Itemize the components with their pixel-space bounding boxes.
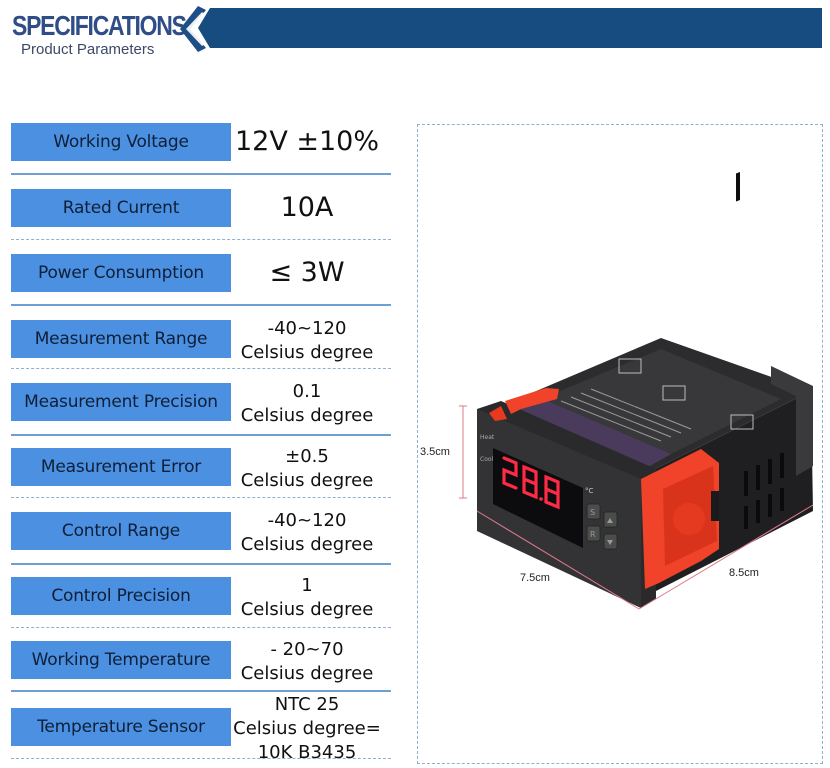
spec-value-line: 10A [280, 192, 334, 223]
spec-value-line: Celsius degree [240, 470, 374, 491]
row-divider [11, 690, 391, 692]
spec-label: Power Consumption [11, 254, 231, 292]
spec-value-line: 10K B3435 [257, 742, 357, 763]
svg-text:S: S [590, 508, 595, 517]
spec-label: Control Precision [11, 577, 231, 615]
spec-label: Measurement Range [11, 320, 231, 358]
spec-label: Measurement Error [11, 448, 231, 486]
product-image-frame: °C Heat Cool S R 3.5cm 7.5cm 8.5cm [417, 124, 823, 764]
spec-value-line: Celsius degree= [233, 718, 381, 739]
row-divider [11, 434, 391, 436]
spec-value-line: 0.1 [292, 381, 322, 402]
dimension-height-label: 3.5cm [420, 446, 450, 458]
spec-label: Working Voltage [11, 123, 231, 161]
row-divider [11, 497, 391, 498]
spec-value: 12V ±10% [232, 126, 382, 158]
row-divider [11, 304, 391, 306]
row-divider [11, 239, 391, 240]
row-divider [11, 368, 391, 369]
spec-value-line: - 20~70 [270, 639, 344, 660]
spec-label: Control Range [11, 512, 231, 550]
spec-value-line: 1 [301, 575, 313, 596]
spec-value-line: Celsius degree [240, 405, 374, 426]
chevron-left-icon [180, 6, 206, 52]
dimension-width-label: 7.5cm [520, 572, 550, 584]
svg-text:°C: °C [585, 487, 594, 495]
dimension-depth-label: 8.5cm [729, 567, 759, 579]
spec-value-line: Celsius degree [240, 342, 374, 363]
header-banner-bar [198, 8, 822, 48]
spec-value-line: Celsius degree [240, 534, 374, 555]
thermostat-controller-image: °C Heat Cool S R [459, 172, 814, 610]
spec-value-line: NTC 25 [274, 694, 340, 715]
spec-value: 10A [232, 192, 382, 224]
svg-text:R: R [590, 530, 596, 539]
spec-value-line: 12V ±10% [234, 126, 380, 157]
svg-text:Heat: Heat [480, 434, 495, 441]
spec-value-line: -40~120 [267, 318, 347, 339]
spec-value-line: ≤ 3W [269, 257, 345, 288]
spec-value: ≤ 3W [232, 257, 382, 289]
svg-text:Cool: Cool [480, 456, 494, 463]
row-divider [11, 627, 391, 628]
spec-value-line: -40~120 [267, 510, 347, 531]
spec-label: Rated Current [11, 189, 231, 227]
spec-label: Temperature Sensor [11, 708, 231, 746]
header-subtitle: Product Parameters [21, 41, 155, 58]
spec-label: Measurement Precision [11, 383, 231, 421]
spec-value-line: ±0.5 [285, 446, 329, 467]
row-divider [11, 563, 391, 565]
header-title: SPECIFICATIONS [12, 10, 187, 41]
spec-value-line: Celsius degree [240, 599, 374, 620]
spec-value: NTC 25 Celsius degree= 10K B3435 [232, 693, 382, 765]
spec-value-line: Celsius degree [240, 663, 374, 684]
row-divider [11, 758, 391, 759]
row-divider [11, 173, 391, 175]
spec-label: Working Temperature [11, 641, 231, 679]
